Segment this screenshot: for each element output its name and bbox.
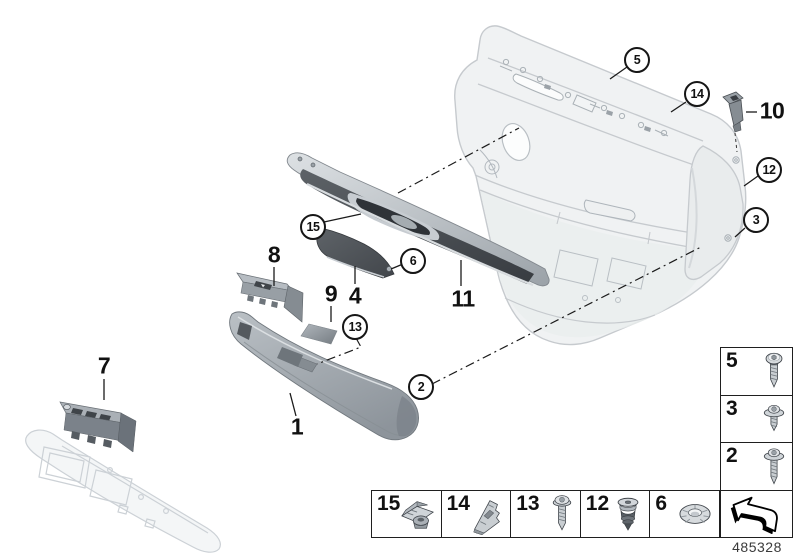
legend-ref: 15 [377,492,401,515]
callout-14[interactable]: 14 [684,81,710,107]
legend-ref: 13 [516,492,540,515]
expanding-nut-icon [398,495,438,533]
switch-bezel-part [236,272,304,323]
legend-ref: 6 [655,492,668,515]
direction-arrow-icon [729,494,785,534]
legend-ref: 12 [585,492,610,515]
callout-3[interactable]: 3 [743,207,769,233]
legend-cell-12[interactable]: 12 [581,491,651,537]
snap-bracket-icon [467,493,507,535]
legend-cell-5[interactable]: 5 [721,348,792,396]
grommet-plug-icon [610,494,646,534]
catalog-number: 485328 [732,539,782,555]
callout-15[interactable]: 15 [300,214,326,240]
callout-12[interactable]: 12 [756,157,782,183]
legend-ref: 14 [446,492,470,515]
armrest-part [229,311,419,441]
door-trim-panel-ghost [454,25,747,346]
front-switch-bezel-part [59,401,137,453]
legend-ref: 2 [726,444,738,467]
callout-7[interactable]: 7 [97,352,111,379]
legend-cell-15[interactable]: 15 [372,491,442,537]
callout-9[interactable]: 9 [324,280,338,307]
callout-11[interactable]: 11 [451,285,475,312]
retaining-clip-part [722,91,744,153]
assembly-direction-lines [316,127,702,385]
fastener-legend-bottom-row: 15 14 13 12 6 [371,490,720,538]
legend-ref: 3 [726,396,738,420]
callout-5[interactable]: 5 [624,47,650,73]
legend-cell-13[interactable]: 13 [511,491,581,537]
callout-8[interactable]: 8 [267,241,281,268]
callout-2[interactable]: 2 [408,374,434,400]
screw-6-in-place [385,265,392,272]
fastener-legend-right-column: 5 3 2 [720,347,793,538]
callout-13[interactable]: 13 [342,314,368,340]
trim-pad-part [300,323,338,345]
callout-10[interactable]: 10 [759,97,785,124]
legend-cell-2[interactable]: 2 [721,443,792,491]
pan-head-screw-icon [759,350,789,392]
serrated-washer-icon [674,498,716,530]
callout-1[interactable]: 1 [290,413,304,440]
leader-lines [103,66,759,417]
legend-ref: 5 [726,349,738,372]
legend-cell-14[interactable]: 14 [442,491,512,537]
tapping-screw-icon [547,493,577,535]
legend-cell-3[interactable]: 3 [721,396,792,443]
callout-6[interactable]: 6 [400,248,426,274]
legend-cell-6[interactable]: 6 [650,491,719,537]
decor-strip-part [286,152,550,287]
callout-4[interactable]: 4 [348,282,362,309]
washer-screw-long-icon [759,444,789,488]
washer-screw-short-icon [759,401,789,437]
legend-cell-direction[interactable] [721,491,792,538]
armrest-carrier-ghost [25,429,221,553]
